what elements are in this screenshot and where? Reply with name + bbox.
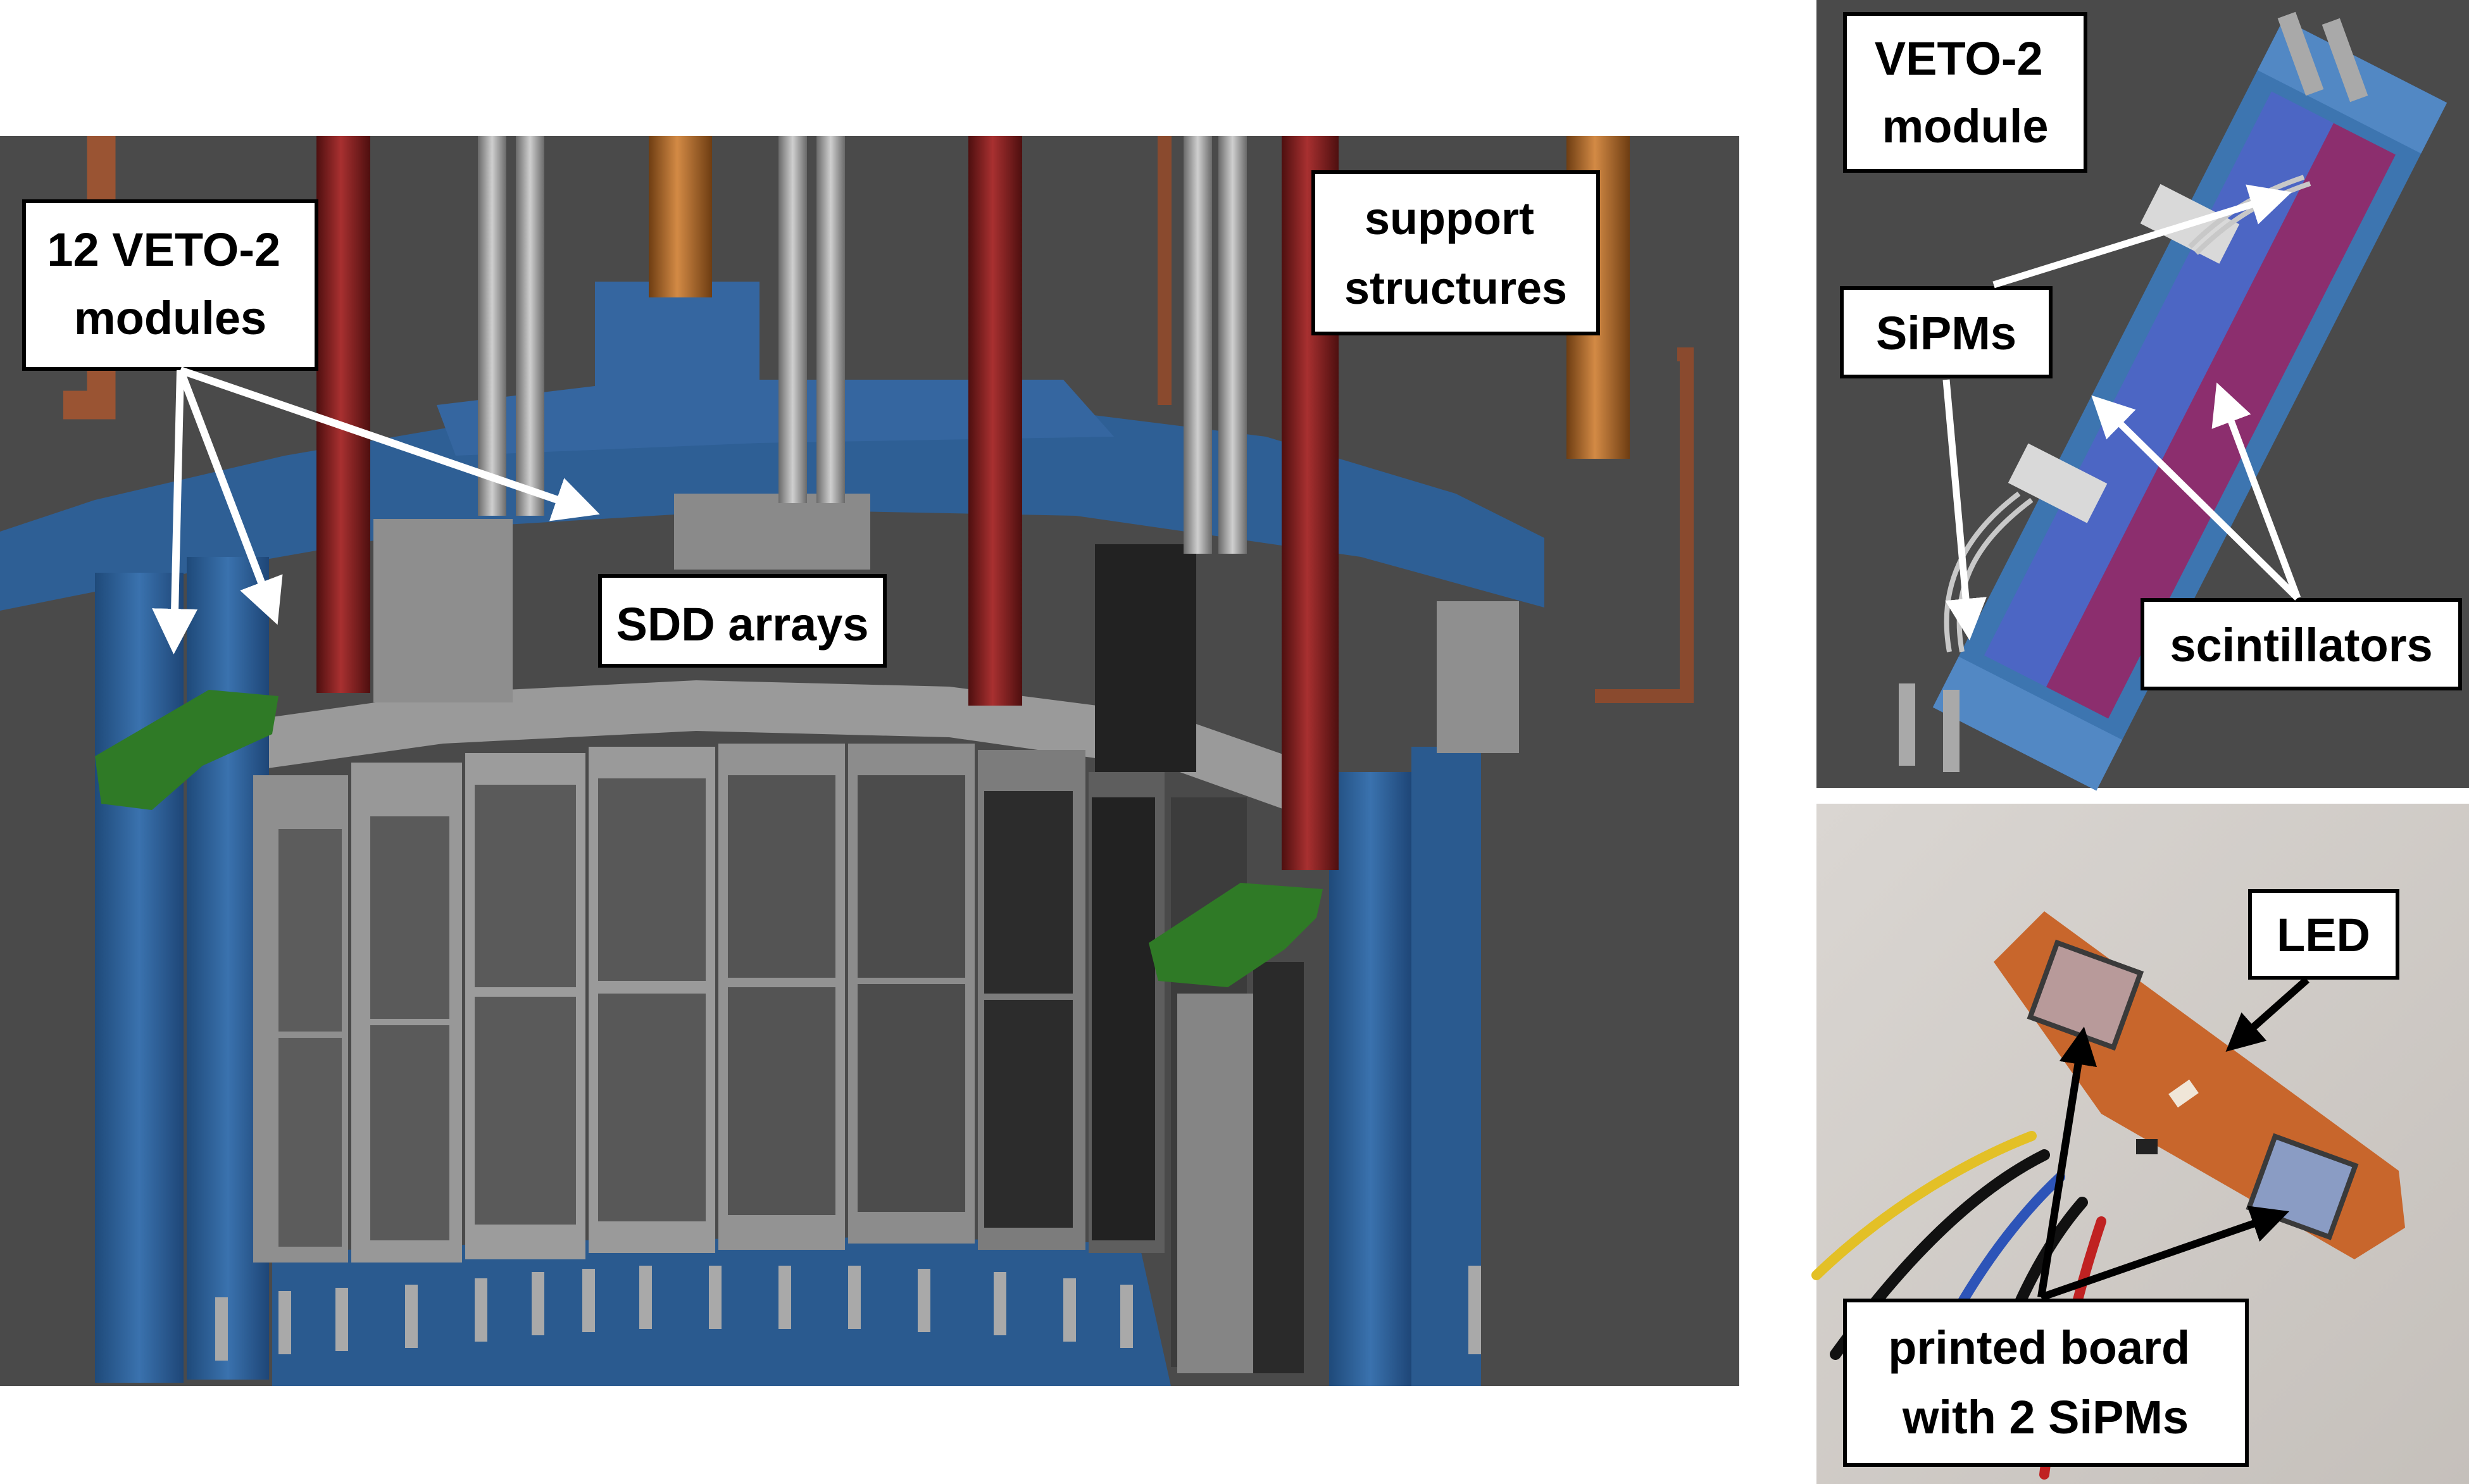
callout-scintillators-line1: scintillators bbox=[2170, 619, 2432, 671]
callout-support-structures: support structures bbox=[1311, 170, 1600, 335]
veto-module-right-1 bbox=[1329, 772, 1411, 1386]
sipm-holder-1 bbox=[2008, 443, 2108, 523]
rod-gray-3 bbox=[778, 136, 807, 503]
green-bracket-left bbox=[95, 690, 278, 810]
black-block bbox=[1095, 544, 1196, 772]
bottom-bolts bbox=[215, 1266, 1481, 1361]
top-ring-back bbox=[437, 282, 1114, 456]
cad-overview-panel: 12 VETO-2 modules support structures SDD… bbox=[0, 136, 1739, 1386]
resistor bbox=[2136, 1139, 2158, 1154]
svg-text:VETO-2 module: VETO-2 module bbox=[1875, 32, 2056, 153]
top-pin-2 bbox=[2322, 18, 2368, 103]
rod-copper-1 bbox=[649, 136, 712, 297]
gray-block-3 bbox=[1437, 601, 1519, 753]
veto-module-panel: VETO-2 module SiPMs scintillators bbox=[1816, 0, 2469, 791]
callout-led-line1: LED bbox=[2277, 909, 2370, 961]
rod-gray-4 bbox=[816, 136, 845, 503]
rod-gray-5 bbox=[1184, 136, 1212, 554]
callout-veto-module-line2: module bbox=[1882, 100, 2048, 153]
svg-text:scintillators: scintillators bbox=[2170, 619, 2432, 671]
photo-board-panel: LED printed board with 2 SiPMs bbox=[1811, 804, 2469, 1484]
sdd-holder-arc bbox=[241, 680, 1304, 816]
bottom-pin-1 bbox=[1899, 683, 1915, 766]
veto-arrows bbox=[152, 366, 600, 654]
veto-module-left-1 bbox=[95, 573, 184, 1383]
svg-text:SDD arrays: SDD arrays bbox=[616, 598, 868, 651]
sdd-array-cards bbox=[253, 744, 1304, 1373]
led-component bbox=[2168, 1079, 2199, 1108]
callout-veto-modules-line1: 12 VETO-2 bbox=[47, 223, 280, 276]
callout-veto-modules: 12 VETO-2 modules bbox=[22, 199, 318, 371]
callout-sipms-line1: SiPMs bbox=[1876, 307, 2016, 359]
rod-gray-1 bbox=[478, 136, 506, 516]
svg-text:support structures: support structures bbox=[1344, 194, 1567, 314]
callout-support-line1: support bbox=[1365, 194, 1534, 244]
board-arrows bbox=[2037, 976, 2310, 1301]
callout-sipms: SiPMs bbox=[1840, 286, 2053, 378]
callout-printed-board: printed board with 2 SiPMs bbox=[1843, 1299, 2249, 1467]
callout-sdd-line1: SDD arrays bbox=[616, 598, 868, 651]
callout-support-line2: structures bbox=[1344, 263, 1567, 314]
gray-block-2 bbox=[674, 494, 870, 570]
callout-board-line2: with 2 SiPMs bbox=[1902, 1391, 2189, 1443]
svg-text:printed board with 2 S: printed board with 2 SiPMs bbox=[1888, 1321, 2203, 1443]
module-arrows bbox=[1942, 184, 2301, 640]
end-cap-left bbox=[1932, 656, 2123, 791]
callout-veto-modules-line2: modules bbox=[74, 292, 266, 344]
rod-red-2 bbox=[968, 136, 1022, 706]
svg-text:12 VETO-2 modules: 12 VETO-2 modules bbox=[47, 223, 293, 344]
bottom-pin-2 bbox=[1943, 690, 1960, 772]
rod-gray-6 bbox=[1218, 136, 1247, 554]
scintillator-blue bbox=[1984, 91, 2334, 687]
callout-sdd-arrays: SDD arrays bbox=[598, 574, 887, 668]
callout-veto-module-line1: VETO-2 bbox=[1875, 32, 2043, 85]
rod-gray-2 bbox=[516, 136, 544, 516]
top-pin-1 bbox=[2277, 11, 2324, 96]
callout-scintillators: scintillators bbox=[2141, 598, 2462, 690]
gray-block-1 bbox=[373, 519, 513, 702]
svg-text:LED: LED bbox=[2277, 909, 2370, 961]
callout-board-line1: printed board bbox=[1888, 1321, 2190, 1374]
svg-text:SiPMs: SiPMs bbox=[1876, 307, 2016, 359]
callout-veto-module: VETO-2 module bbox=[1843, 12, 2087, 173]
callout-led: LED bbox=[2248, 889, 2399, 980]
rod-red-1 bbox=[316, 136, 370, 693]
copper-cable-right bbox=[1595, 347, 1694, 703]
green-bracket-right bbox=[1149, 883, 1323, 987]
